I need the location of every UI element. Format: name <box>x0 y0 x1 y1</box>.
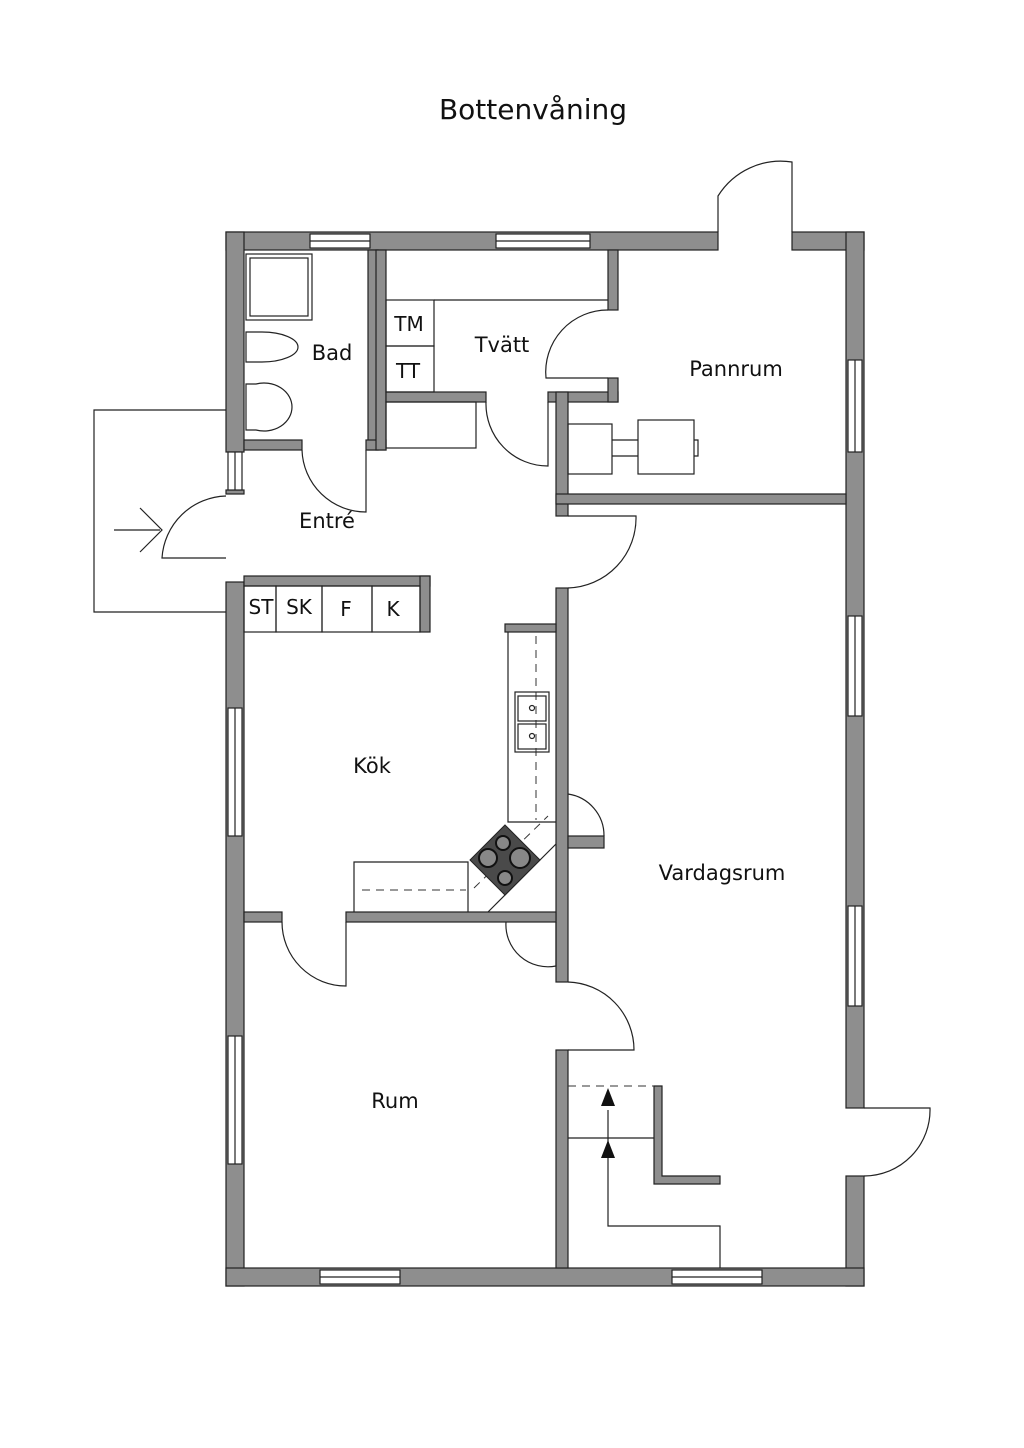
plan-title: Bottenvåning <box>439 93 627 126</box>
doors <box>161 160 931 1177</box>
cabinet-door-2 <box>505 921 557 968</box>
room-label-vardagsrum: Vardagsrum <box>659 861 786 885</box>
cabinet-door <box>567 793 605 837</box>
kok-door <box>281 921 347 987</box>
room-label-pannrum: Pannrum <box>689 357 783 381</box>
exterior-walls <box>225 231 865 1287</box>
boiler <box>567 419 699 475</box>
tvatt-door <box>485 401 549 467</box>
room-label-entre: Entré <box>299 509 355 533</box>
interior-walls <box>243 249 847 1269</box>
shower-icon <box>245 253 313 321</box>
appliance-label-tm: TM <box>393 312 423 336</box>
room-label-bad: Bad <box>312 341 353 365</box>
arrow-up-icon <box>601 1140 615 1158</box>
room-label-kok: Kök <box>353 754 392 778</box>
closet-label: SK <box>286 595 313 619</box>
room-label-rum: Rum <box>371 1089 418 1113</box>
vardagsrum-door <box>567 515 637 589</box>
pannrum-door <box>545 309 609 379</box>
arrow-up-icon <box>601 1088 615 1106</box>
porch <box>93 409 226 613</box>
toilet-icon <box>245 331 299 363</box>
bathroom-fixtures <box>245 253 313 432</box>
bad-door <box>301 449 367 513</box>
appliance-label-tt: TT <box>395 359 421 383</box>
room-label-tvatt: Tvätt <box>474 333 530 357</box>
laundry-fixtures <box>385 299 608 449</box>
garden-door <box>863 1107 931 1177</box>
stairs <box>568 1085 721 1268</box>
closets <box>243 585 421 633</box>
sink-icon <box>245 382 293 432</box>
closet-label: ST <box>249 595 275 619</box>
sink-icon <box>514 691 550 753</box>
entrance-door <box>161 495 227 559</box>
stove-icon <box>469 824 541 896</box>
arrow-right-icon <box>114 507 163 553</box>
windows <box>227 233 863 1285</box>
kitchen-fixtures <box>353 632 557 913</box>
closet-label: F <box>340 597 352 621</box>
rum-door <box>567 981 635 1051</box>
front-door-top <box>717 160 793 232</box>
closet-label: K <box>386 597 400 621</box>
